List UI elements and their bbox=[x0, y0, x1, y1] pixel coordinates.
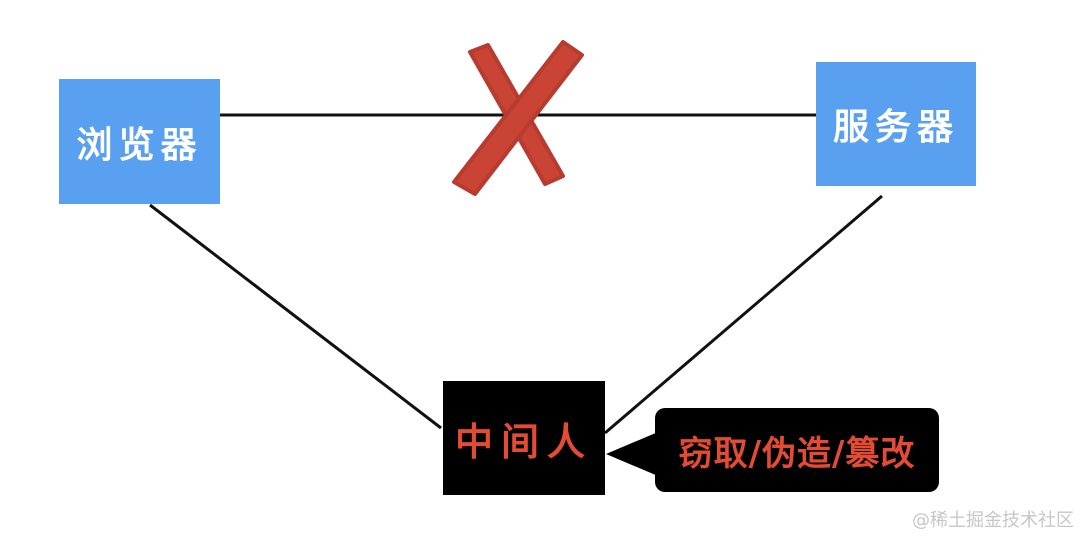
cross-mark-icon bbox=[452, 40, 584, 196]
man-in-the-middle-node: 中间人 bbox=[443, 381, 605, 495]
cross-mark-stroke-right bbox=[452, 40, 584, 196]
server-mitm-connection bbox=[604, 194, 883, 435]
browser-mitm-connection bbox=[149, 203, 442, 430]
watermark: @稀土掘金技术社区 bbox=[912, 510, 1074, 531]
server-node: 服务器 bbox=[816, 62, 976, 186]
threat-callout: 窃取/伪造/篡改 bbox=[655, 408, 939, 492]
callout-pointer bbox=[606, 432, 658, 476]
browser-node: 浏览器 bbox=[59, 79, 220, 204]
